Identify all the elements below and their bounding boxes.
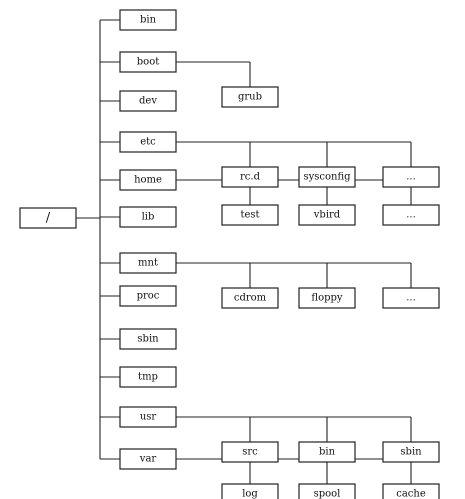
subfolder-var-log-label: log [242,489,258,499]
folder-usr: usr [119,406,177,428]
folder-sbin-label: sbin [137,334,159,345]
folder-mnt-label: mnt [138,258,158,269]
folder-usr-label: usr [140,412,157,423]
subfolder-etc-more-label: ... [406,172,416,183]
folder-lib-label: lib [142,212,155,223]
subfolder-home-test: test [221,204,279,226]
folder-etc-label: etc [140,137,156,148]
folder-lib: lib [119,206,177,228]
subfolder-usr-sbin-label: sbin [400,447,422,458]
subfolder-var-log: log [221,483,279,499]
subfolder-home-vbird: vbird [298,204,356,226]
root-node-label: / [46,211,51,226]
root-node: / [19,207,77,229]
subfolder-boot-grub: grub [221,86,279,108]
subfolder-etc-rc-d: rc.d [221,166,279,188]
folder-boot-label: boot [137,57,159,68]
subfolder-etc-more: ... [382,166,440,188]
subfolder-mnt-cdrom-label: cdrom [234,293,267,304]
subfolder-etc-sysconfig: sysconfig [298,166,356,188]
subfolder-mnt-floppy-label: floppy [311,293,342,304]
subfolder-etc-rc-d-label: rc.d [240,172,261,183]
folder-proc: proc [119,285,177,307]
folder-proc-label: proc [137,291,160,302]
connector-lines [76,19,412,484]
subfolder-var-cache: cache [382,483,440,499]
subfolder-mnt-cdrom: cdrom [221,287,279,309]
subfolder-mnt-more-label: ... [406,293,416,304]
subfolder-home-more: ... [382,204,440,226]
subfolder-etc-sysconfig-label: sysconfig [303,172,351,183]
folder-tmp: tmp [119,366,177,388]
subfolder-mnt-floppy: floppy [298,287,356,309]
subfolder-home-vbird-label: vbird [313,210,341,221]
subfolder-boot-grub-label: grub [238,92,262,103]
folder-sbin: sbin [119,328,177,350]
folder-var-label: var [139,454,157,465]
subfolder-var-spool-label: spool [314,489,341,499]
folder-var: var [119,448,177,470]
folder-home-label: home [134,175,162,186]
subfolder-home-test-label: test [240,210,259,221]
subfolder-mnt-more: ... [382,287,440,309]
folder-bin: bin [119,9,177,31]
subfolder-usr-src-label: src [242,447,258,458]
subfolder-usr-sbin: sbin [382,441,440,463]
tree-nodes: / bin boot grub dev etc rc.d sysconfig... home t… [19,9,440,499]
subfolder-var-cache-label: cache [396,489,426,499]
subfolder-var-spool: spool [298,483,356,499]
subfolder-usr-src: src [221,441,279,463]
folder-dev-label: dev [139,96,157,107]
folder-dev: dev [119,90,177,112]
folder-boot: boot [119,51,177,73]
subfolder-usr-bin-label: bin [319,447,336,458]
subfolder-usr-bin: bin [298,441,356,463]
folder-tmp-label: tmp [138,372,158,383]
folder-mnt: mnt [119,252,177,274]
folder-bin-label: bin [140,15,157,26]
folder-etc: etc [119,131,177,153]
subfolder-home-more-label: ... [406,210,416,221]
folder-home: home [119,169,177,191]
